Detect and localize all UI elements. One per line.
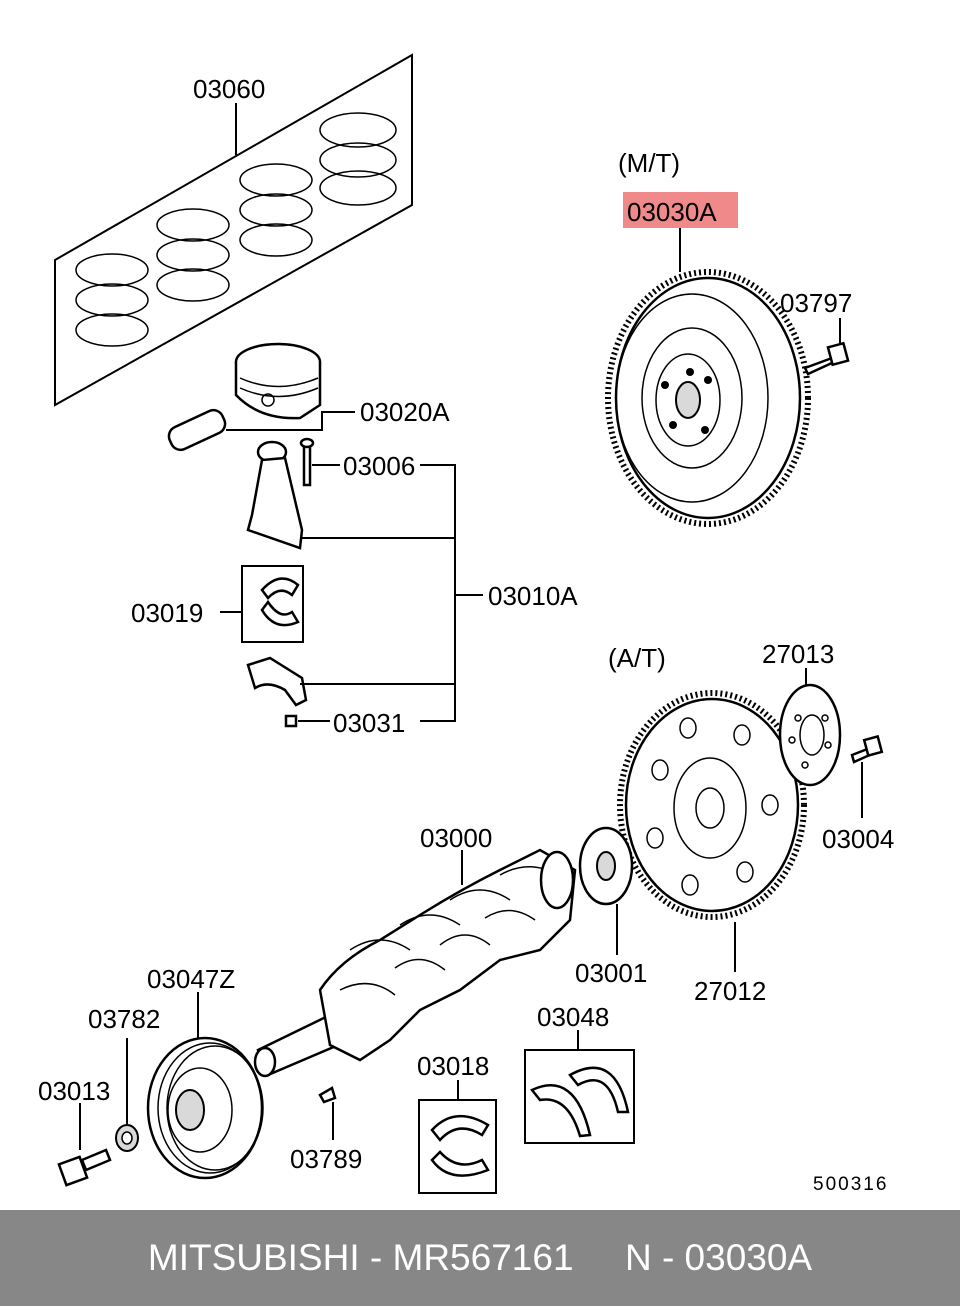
rod-cap [246,656,455,728]
label-03797: 03797 [780,288,852,318]
label-03031: 03031 [333,708,405,738]
label-03047Z: 03047Z [147,964,235,994]
bolt-03004 [850,734,884,818]
header-at: (A/T) [608,643,666,673]
label-27012: 27012 [694,976,766,1006]
label-03004: 03004 [822,824,894,854]
label-03782: 03782 [88,1004,160,1034]
header-mt: (M/T) [618,148,680,178]
drawing-number: 500316 [813,1174,888,1195]
main-bearing-03018 [418,1080,497,1194]
washer-03782 [115,1038,139,1152]
label-03020A: 03020A [360,397,450,427]
label-03060: 03060 [193,74,265,104]
piston-rings-set [54,53,413,407]
label-03013: 03013 [38,1076,110,1106]
spacer-03001 [578,826,634,955]
rod-bearing-03019 [220,565,304,643]
label-03019: 03019 [131,598,203,628]
damper-pulley [146,992,264,1180]
adapter-plate-27013 [778,668,842,787]
part-number: MR567161 [392,1237,574,1278]
footer-text: MITSUBISHI - MR567161 N - 03030A [147,1237,813,1278]
label-03000: 03000 [420,823,492,853]
label-27013: 27013 [762,639,834,669]
label-03001: 03001 [575,958,647,988]
connecting-rod [246,437,455,550]
bolt-03797 [803,318,850,376]
piston [167,342,355,452]
parts-diagram: 03060 03020A 03006 03019 03031 03010A [38,53,894,1195]
label-03030A: 03030A [627,197,717,227]
label-03048: 03048 [537,1002,609,1032]
reference-number: N - 03030A [624,1237,813,1278]
flywheel-mt [605,269,811,527]
label-03018: 03018 [417,1051,489,1081]
thrust-washer-03048 [524,1030,635,1144]
drive-plate-at [617,690,807,920]
highlight-03030A [623,192,738,228]
bolt-03013 [57,1103,112,1187]
brand-name: MITSUBISHI [147,1237,360,1278]
woodruff-key [318,1086,337,1140]
crankshaft [253,848,577,1078]
label-03789: 03789 [290,1144,362,1174]
label-03010A: 03010A [488,581,578,611]
label-03006: 03006 [343,451,415,481]
footer-bar: MITSUBISHI - MR567161 N - 03030A [0,1210,960,1306]
